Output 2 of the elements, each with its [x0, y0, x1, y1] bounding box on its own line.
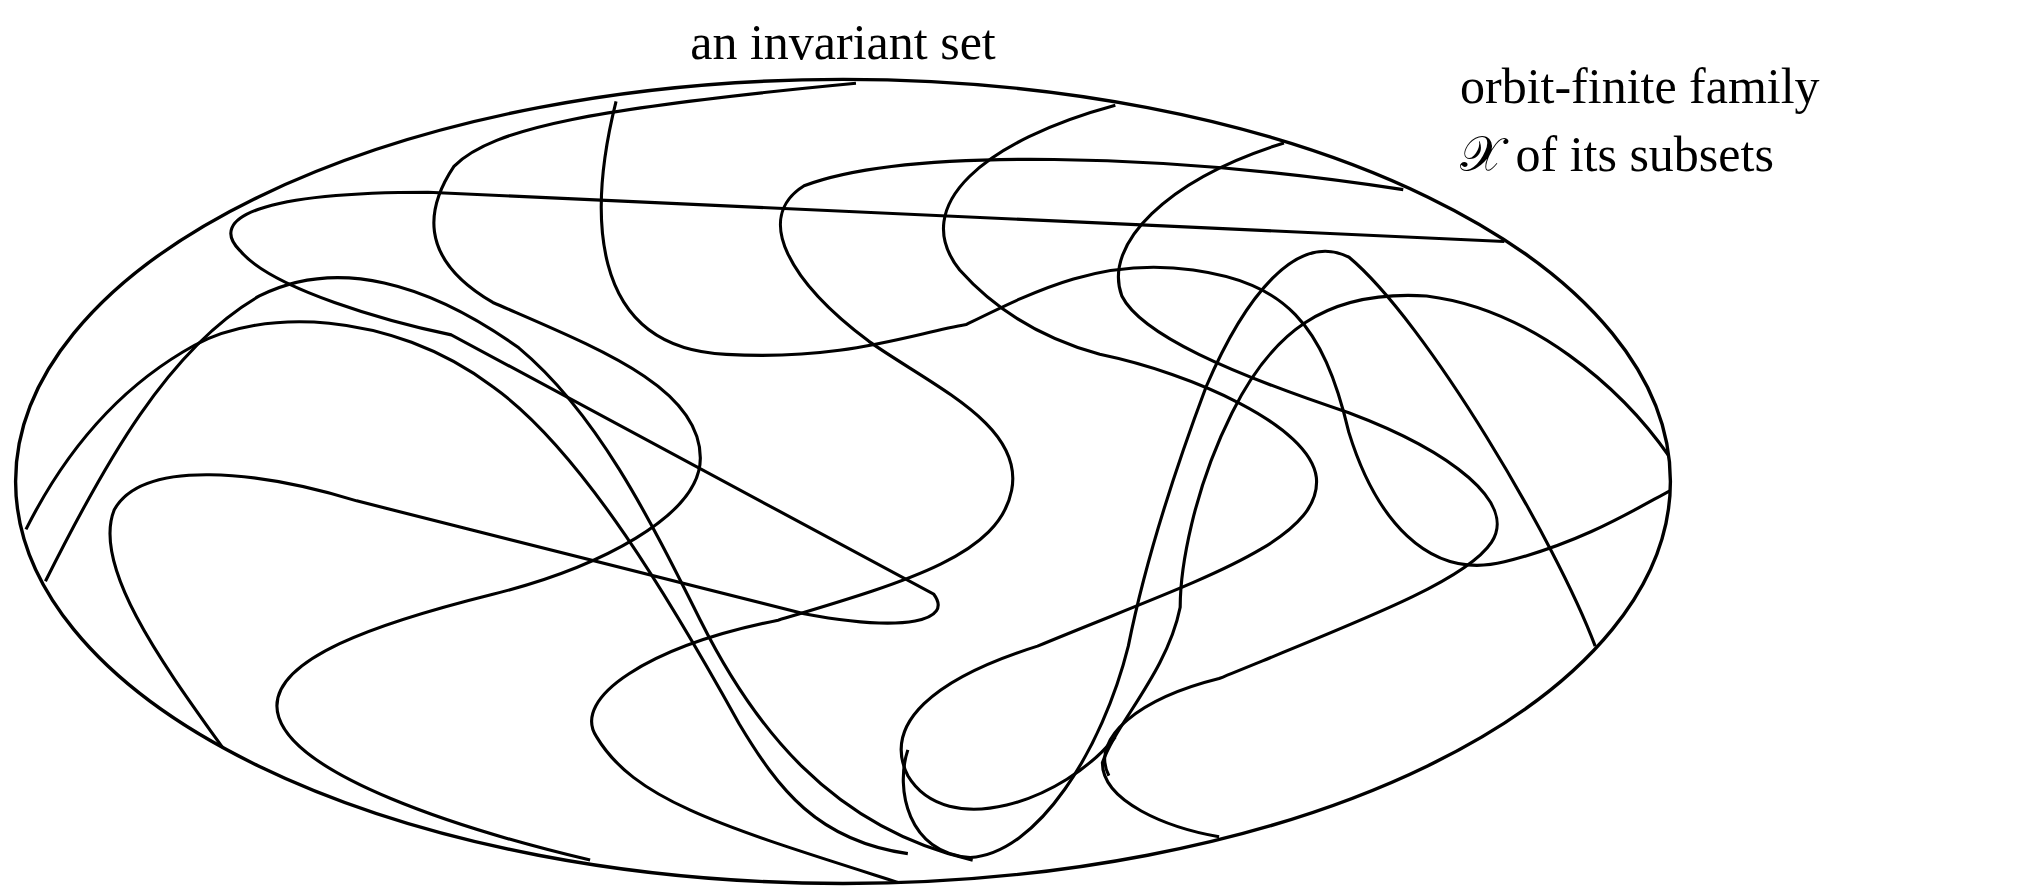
family-label: orbit-finite family 𝒳 of its subsets	[1460, 57, 1821, 184]
set-title: an invariant set	[690, 13, 996, 72]
